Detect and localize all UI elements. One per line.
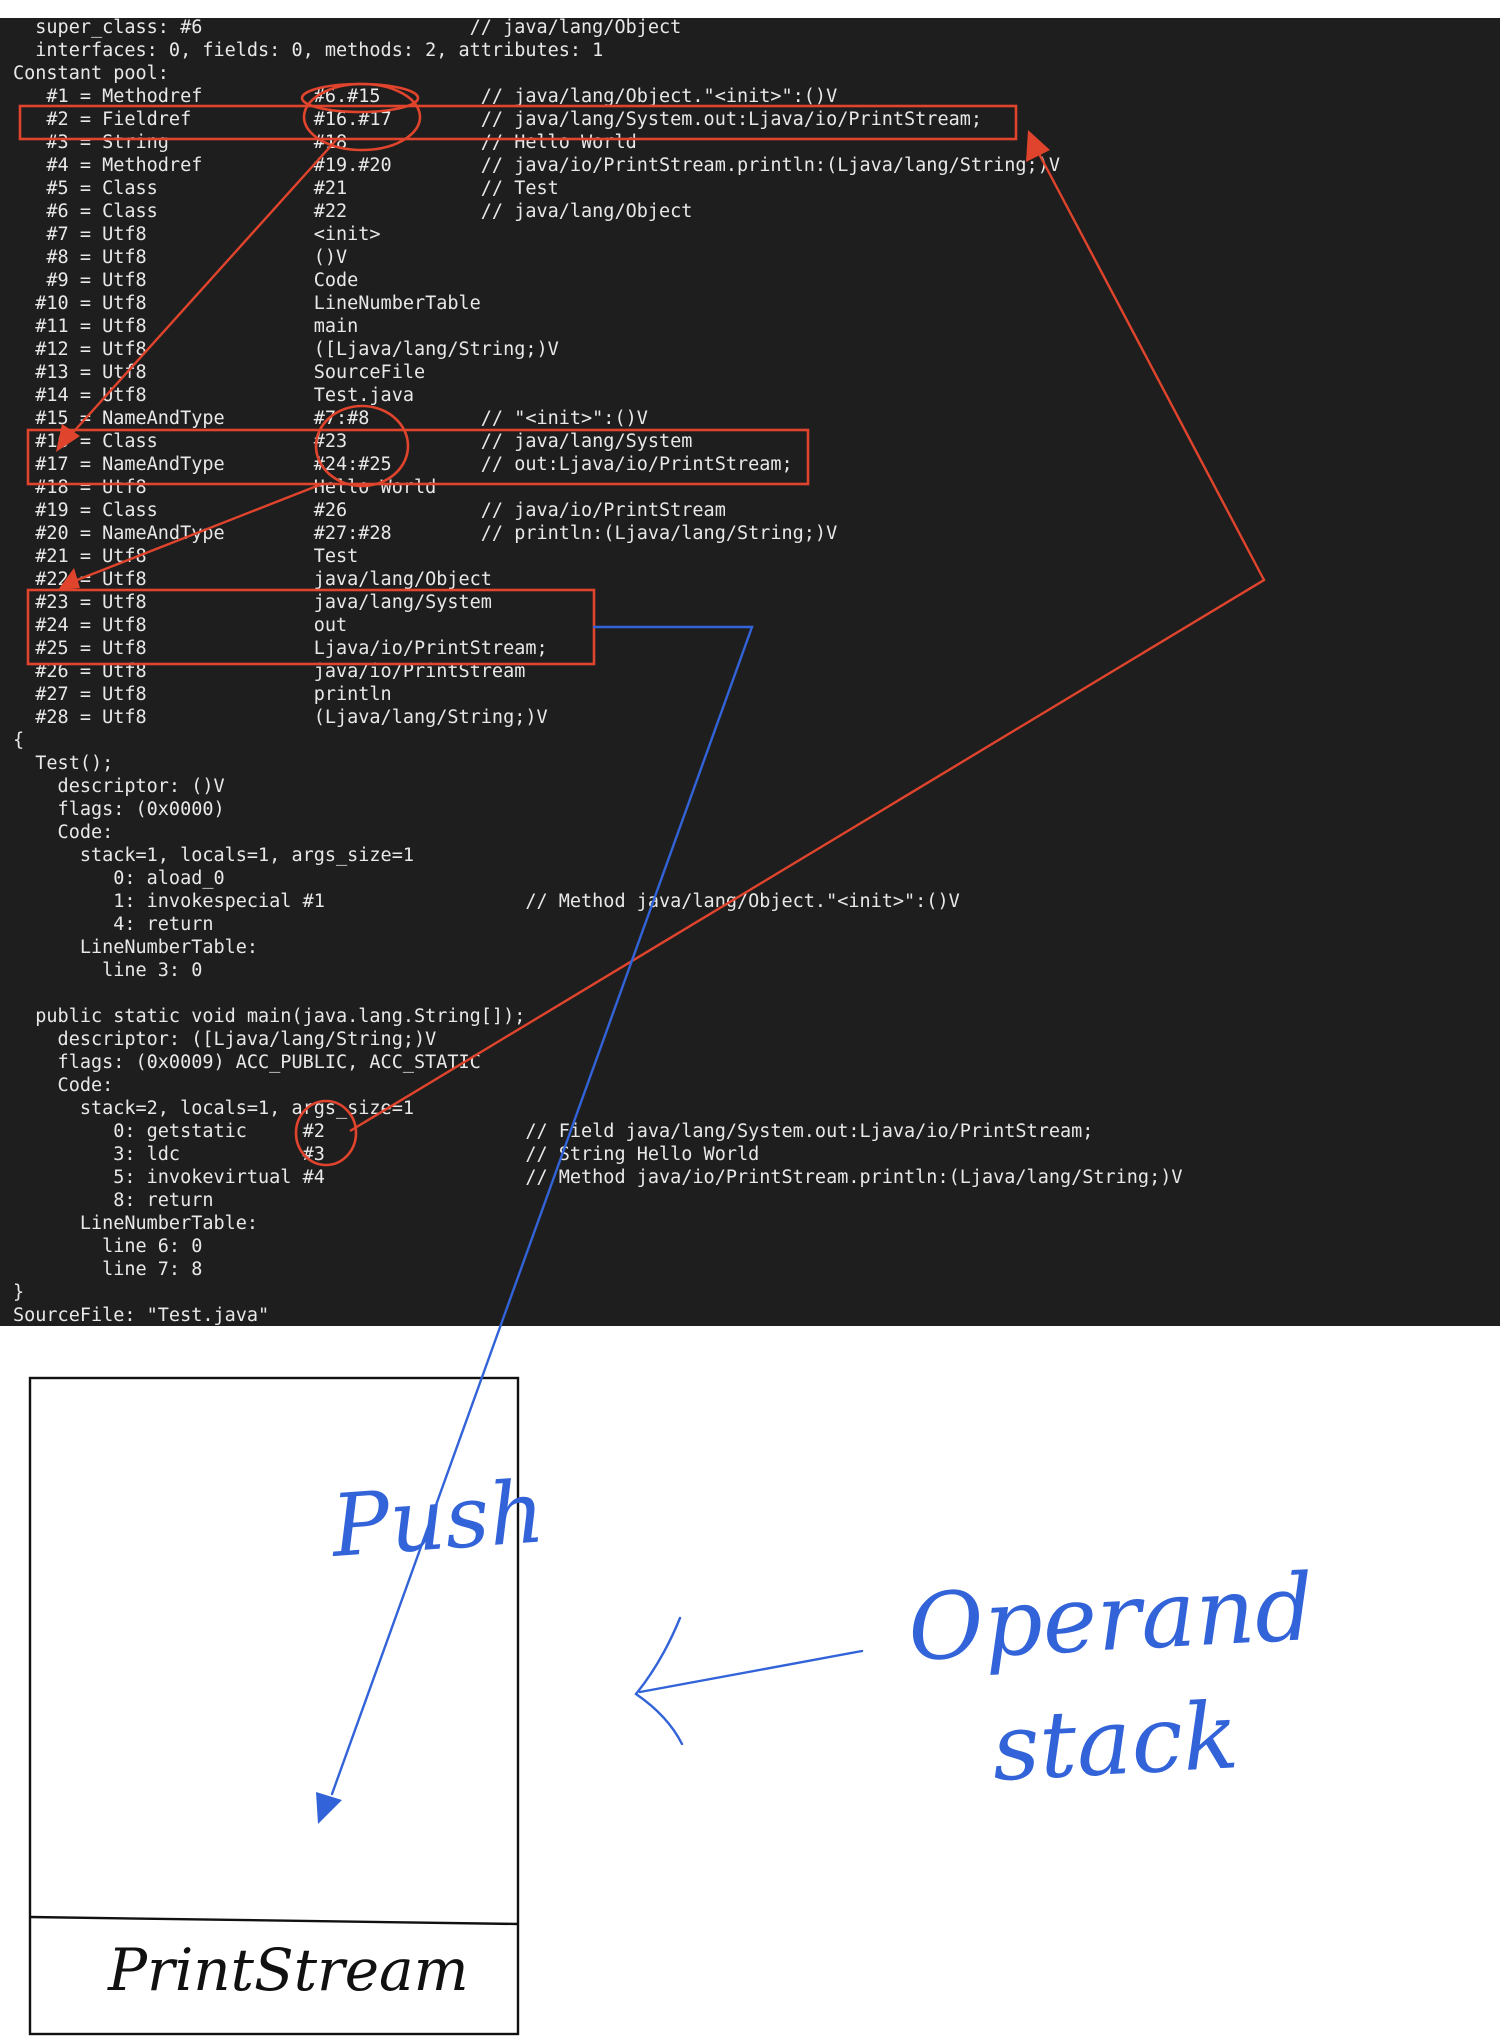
terminal-line: flags: (0x0000) xyxy=(13,799,225,820)
terminal-line: #4 = Methodref #19.#20 // java/io/PrintS… xyxy=(13,155,1060,176)
terminal-line: #10 = Utf8 LineNumberTable xyxy=(13,293,481,314)
terminal-line: interfaces: 0, fields: 0, methods: 2, at… xyxy=(13,40,604,61)
push-label: Push xyxy=(326,1462,547,1577)
terminal-line: #24 = Utf8 out xyxy=(13,615,348,636)
operand-stack-box xyxy=(28,1376,520,2036)
terminal-line: #7 = Utf8 <init> xyxy=(13,224,381,245)
terminal-line: 8: return xyxy=(13,1190,214,1211)
terminal-line: #15 = NameAndType #7:#8 // "<init>":()V xyxy=(13,408,648,429)
terminal-line: #26 = Utf8 java/io/PrintStream xyxy=(13,661,526,682)
terminal-line: flags: (0x0009) ACC_PUBLIC, ACC_STATIC xyxy=(13,1052,481,1073)
operand-stack-sketch xyxy=(28,1376,520,2036)
stack-slot-divider xyxy=(29,1915,519,1926)
terminal-line: #28 = Utf8 (Ljava/lang/String;)V xyxy=(13,707,548,728)
terminal-line: { xyxy=(13,730,25,751)
terminal-line: super_class: #6 // java/lang/Object xyxy=(13,17,682,38)
terminal-line: 4: return xyxy=(13,914,214,935)
operand-arrow-shaft xyxy=(638,1649,864,1694)
terminal-line: #21 = Utf8 Test xyxy=(13,546,359,567)
terminal-line: Test(); xyxy=(13,753,114,774)
terminal-line: 5: invokevirtual #4 // Method java/io/Pr… xyxy=(13,1167,1183,1188)
terminal-line: descriptor: ([Ljava/lang/String;)V xyxy=(13,1029,437,1050)
terminal-line: #16 = Class #23 // java/lang/System xyxy=(13,431,693,452)
terminal-line: stack=2, locals=1, args_size=1 xyxy=(13,1098,414,1119)
stack-label: stack xyxy=(990,1682,1242,1802)
terminal-line: 0: getstatic #2 // Field java/lang/Syste… xyxy=(13,1121,1094,1142)
terminal-line: line 6: 0 xyxy=(13,1236,203,1257)
terminal-line: #13 = Utf8 SourceFile xyxy=(13,362,426,383)
javap-output: super_class: #6 // java/lang/Object inte… xyxy=(0,17,1500,1326)
terminal-line: stack=1, locals=1, args_size=1 xyxy=(13,845,414,866)
terminal-window: super_class: #6 // java/lang/Object inte… xyxy=(0,17,1500,1326)
terminal-line: #23 = Utf8 java/lang/System xyxy=(13,592,492,613)
terminal-line: #2 = Fieldref #16.#17 // java/lang/Syste… xyxy=(13,109,983,130)
terminal-line: Code: xyxy=(13,822,114,843)
terminal-line: #11 = Utf8 main xyxy=(13,316,359,337)
terminal-line: #14 = Utf8 Test.java xyxy=(13,385,414,406)
terminal-line: 0: aload_0 xyxy=(13,868,225,889)
terminal-line: LineNumberTable: xyxy=(13,937,259,958)
operand-label: Operand xyxy=(906,1554,1317,1682)
terminal-line: #1 = Methodref #6.#15 // java/lang/Objec… xyxy=(13,86,838,107)
terminal-line: 1: invokespecial #1 // Method java/lang/… xyxy=(13,891,960,912)
terminal-line: } xyxy=(13,1282,25,1303)
terminal-line: #3 = String #18 // Hello World xyxy=(13,132,637,153)
terminal-line: descriptor: ()V xyxy=(13,776,225,797)
terminal-line: Constant pool: xyxy=(13,63,169,84)
push-arrowhead xyxy=(316,1792,342,1824)
operand-arrow-head xyxy=(634,1616,684,1746)
terminal-line: #9 = Utf8 Code xyxy=(13,270,359,291)
terminal-line: public static void main(java.lang.String… xyxy=(13,1006,526,1027)
terminal-line: #25 = Utf8 Ljava/io/PrintStream; xyxy=(13,638,548,659)
terminal-line: #12 = Utf8 ([Ljava/lang/String;)V xyxy=(13,339,559,360)
terminal-line: #19 = Class #26 // java/io/PrintStream xyxy=(13,500,726,521)
terminal-line: #6 = Class #22 // java/lang/Object xyxy=(13,201,693,222)
terminal-line: #17 = NameAndType #24:#25 // out:Ljava/i… xyxy=(13,454,793,475)
terminal-line: LineNumberTable: xyxy=(13,1213,259,1234)
terminal-line: SourceFile: "Test.java" xyxy=(13,1305,270,1326)
terminal-line: #27 = Utf8 println xyxy=(13,684,392,705)
terminal-line: 3: ldc #3 // String Hello World xyxy=(13,1144,760,1165)
terminal-line: Code: xyxy=(13,1075,114,1096)
terminal-line: #5 = Class #21 // Test xyxy=(13,178,559,199)
terminal-line: #20 = NameAndType #27:#28 // println:(Lj… xyxy=(13,523,838,544)
terminal-line: #8 = Utf8 ()V xyxy=(13,247,348,268)
terminal-line: #18 = Utf8 Hello World xyxy=(13,477,437,498)
stack-item-printstream: PrintStream xyxy=(107,1936,469,2004)
terminal-line: #22 = Utf8 java/lang/Object xyxy=(13,569,492,590)
terminal-line: line 3: 0 xyxy=(13,960,203,981)
terminal-line: line 7: 8 xyxy=(13,1259,203,1280)
